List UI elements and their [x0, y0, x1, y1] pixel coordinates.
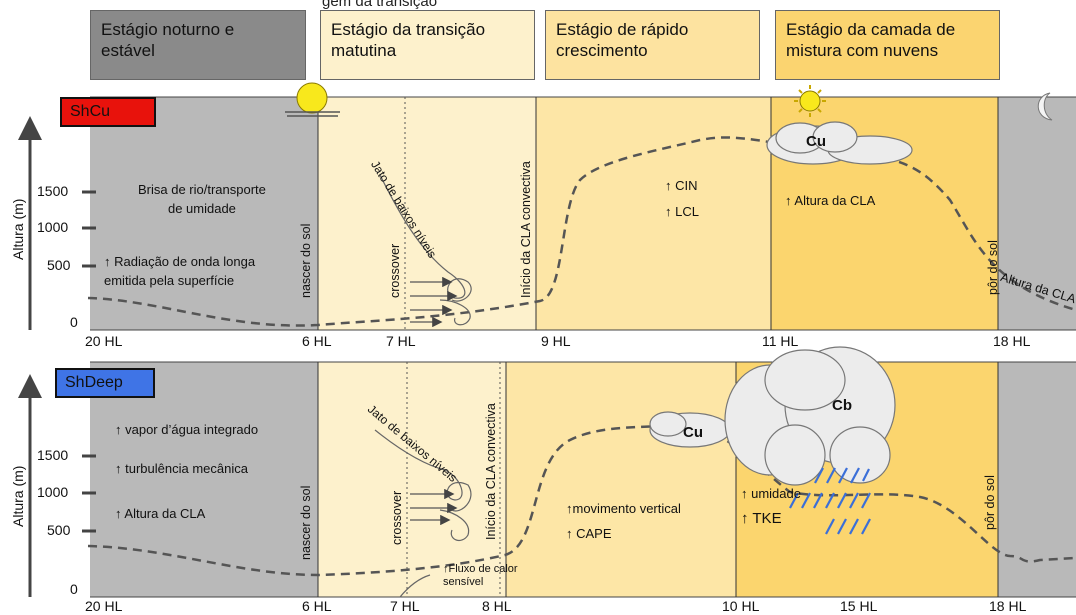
convective-start-label: Início da CLA convectiva: [484, 403, 498, 540]
heat-flux-text: ↑Fluxo de calor sensível: [443, 563, 518, 588]
sunset-label: pôr do sol: [986, 240, 1000, 295]
cloud-label-cu: Cu: [683, 424, 703, 441]
crossover-label: crossover: [388, 243, 402, 298]
cin-text: ↑ CIN: [665, 178, 698, 193]
abl-height-line: [87, 136, 1076, 327]
y-tick-1000: 1000: [37, 219, 69, 235]
lcl-text: ↑ LCL: [665, 204, 699, 219]
vertical-motion-text: ↑movimento vertical: [566, 501, 681, 516]
panel-shdeep-background: [90, 361, 1076, 598]
sunrise-sun-icon: [296, 82, 328, 114]
y-axis-label: Altura (m): [10, 198, 26, 260]
y-tick-0: 0: [70, 581, 78, 597]
y-tick-1500: 1500: [37, 447, 69, 463]
rain-streaks: [789, 467, 871, 535]
time-label: 8 HL: [482, 598, 512, 614]
cla-height-text: ↑ Altura da CLA: [115, 506, 206, 521]
y-tick-1500: 1500: [37, 183, 69, 199]
tke-text: ↑ TKE: [741, 510, 782, 527]
stage-header-rapid-growth: Estágio de rápido crescimento: [545, 10, 760, 80]
breeze-text: Brisa de rio/transporte de umidade: [138, 182, 266, 216]
panel-shcu-background: [90, 96, 1076, 331]
cumulonimbus-cloud-shape: [649, 346, 896, 486]
sunrise-label: nascer do sol: [299, 223, 313, 298]
y-tick-0: 0: [70, 314, 78, 330]
sunrise-label: nascer do sol: [299, 485, 313, 560]
midday-sun-icon: [794, 85, 826, 117]
convective-start-label: Início da CLA convectiva: [519, 161, 533, 298]
sunset-label: pôr do sol: [983, 475, 997, 530]
y-tick-500: 500: [47, 522, 71, 538]
stage-header-cloudy-mixing: Estágio da camada de mistura com nuvens: [775, 10, 1000, 80]
radiation-text: ↑ Radiação de onda longa emitida pela su…: [104, 254, 256, 288]
cape-text: ↑ CAPE: [566, 526, 612, 541]
turbulence-text: ↑ turbulência mecânica: [115, 461, 248, 476]
time-label: 6 HL: [302, 598, 332, 614]
scenario-tag-shcu: ShCu: [60, 97, 156, 127]
time-label: 18 HL: [989, 598, 1027, 614]
time-label: 15 HL: [840, 598, 878, 614]
vapor-text: ↑ vapor d’água integrado: [115, 422, 259, 437]
scenario-tag-shdeep: ShDeep: [55, 368, 155, 398]
page-title: gem da transição: [322, 0, 438, 10]
time-label: 20 HL: [85, 598, 123, 614]
time-label: 7 HL: [386, 333, 416, 349]
time-label: 9 HL: [541, 333, 571, 349]
abl-height-line-deep: [87, 423, 1076, 577]
cla-height-text: ↑ Altura da CLA: [785, 193, 876, 208]
time-label: 7 HL: [390, 598, 420, 614]
time-label: 10 HL: [722, 598, 760, 614]
moon-icon: [1037, 92, 1053, 121]
cloud-label-cb: Cb: [832, 397, 852, 414]
time-label: 11 HL: [762, 333, 799, 349]
time-label: 20 HL: [85, 333, 123, 349]
crossover-label: crossover: [390, 490, 404, 545]
stage-header-nocturnal: Estágio noturno e estável: [90, 10, 306, 80]
y-tick-500: 500: [47, 257, 71, 273]
time-label: 6 HL: [302, 333, 332, 349]
time-label: 18 HL: [993, 333, 1031, 349]
cumulus-cloud-shape: [766, 121, 913, 165]
stage-header-morning-transition: Estágio da transição matutina: [320, 10, 535, 80]
y-axis-label-deep: Altura (m): [10, 465, 26, 527]
humidity-text: ↑ umidade: [741, 486, 801, 501]
y-tick-1000: 1000: [37, 484, 69, 500]
cloud-label-cu: Cu: [806, 133, 826, 150]
